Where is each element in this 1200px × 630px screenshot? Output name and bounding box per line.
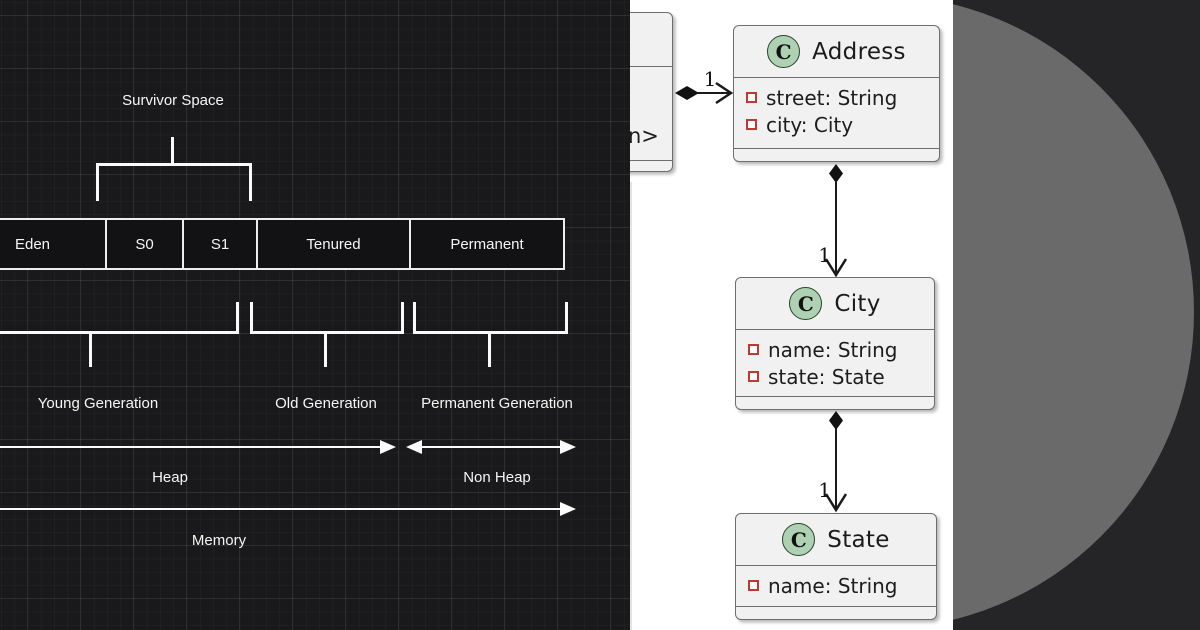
multiplicity-label: 1 <box>818 243 831 267</box>
gray-circle <box>953 0 1194 629</box>
arrowhead-icon <box>715 81 734 105</box>
region-label: Tenured <box>306 235 361 253</box>
partial-class-header <box>630 13 672 67</box>
class-circle-icon: C <box>782 523 816 556</box>
multiplicity-label: 1 <box>818 478 831 502</box>
nonheap-left-arrowhead-icon <box>406 440 422 454</box>
attribute-text: state: State <box>768 364 885 389</box>
partial-class-attributes: n> <box>630 67 672 160</box>
attribute-row: city: City <box>746 111 931 138</box>
heap-arrowhead-icon <box>380 440 396 454</box>
address-attributes: street: String city: City <box>734 78 939 148</box>
city-attributes: name: String state: State <box>736 330 934 396</box>
field-marker-icon <box>746 119 757 130</box>
permanent-generation-label: Permanent Generation <box>421 395 573 412</box>
clipped-edge-artifact <box>630 182 632 630</box>
attribute-row: name: String <box>748 336 926 363</box>
memory-arrowhead-icon <box>560 502 576 516</box>
composition-arrows: 1 1 1 <box>675 67 848 513</box>
state-methods-compartment <box>736 606 936 619</box>
class-box-partial: n> <box>630 12 673 172</box>
state-header: C State <box>736 514 936 566</box>
region-label: Eden <box>14 235 51 253</box>
field-marker-icon <box>746 92 757 103</box>
jvm-memory-diagram: Survivor Space Eden S0 S1 Tenured Perman… <box>0 0 630 630</box>
class-name: State <box>827 526 890 553</box>
arrowhead-icon <box>824 493 848 513</box>
young-generation-stem <box>89 331 92 367</box>
nonheap-right-arrowhead-icon <box>560 440 576 454</box>
permanent-generation-bracket <box>413 302 568 334</box>
attribute-row: name: String <box>748 572 928 599</box>
address-header: C Address <box>734 26 939 78</box>
region-cell-tenured: Tenured <box>256 220 409 268</box>
field-marker-icon <box>748 371 759 382</box>
permanent-generation-stem <box>488 331 491 367</box>
survivor-bracket-stem <box>171 137 174 166</box>
class-circle-icon: C <box>789 287 823 320</box>
attribute-text: name: String <box>768 573 898 598</box>
attribute-text: street: String <box>766 85 898 110</box>
attribute-row: street: String <box>746 84 931 111</box>
composition-diamond-icon <box>675 86 699 100</box>
region-label: Permanent <box>450 235 524 253</box>
attribute-text: name: String <box>768 337 898 362</box>
attribute-text: city: City <box>766 112 854 137</box>
non-heap-label: Non Heap <box>463 469 531 486</box>
class-box-address: C Address street: String city: City <box>733 25 940 162</box>
class-box-state: C State name: String <box>735 513 937 620</box>
region-cell-s1: S1 <box>182 220 256 268</box>
right-dark-panel <box>953 0 1200 630</box>
old-generation-label: Old Generation <box>275 395 377 412</box>
young-generation-bracket <box>0 302 239 334</box>
multiplicity-label: 1 <box>704 67 717 91</box>
class-circle-icon: C <box>767 35 801 68</box>
region-cell-eden: Eden <box>0 220 105 268</box>
state-attributes: name: String <box>736 566 936 606</box>
address-methods-compartment <box>734 148 939 161</box>
partial-class-methods-compartment <box>630 160 672 171</box>
survivor-bracket <box>96 163 252 201</box>
partial-attr-text: n> <box>630 124 659 148</box>
old-generation-stem <box>324 331 327 367</box>
survivor-space-label: Survivor Space <box>122 92 224 109</box>
region-cell-s0: S0 <box>105 220 182 268</box>
attribute-row: state: State <box>748 363 926 390</box>
region-label: S0 <box>135 235 154 253</box>
nonheap-arrow-line <box>419 446 564 448</box>
memory-arrow-line <box>0 508 562 510</box>
memory-regions-row: Eden S0 S1 Tenured Permanent <box>0 218 565 270</box>
old-generation-bracket <box>250 302 404 334</box>
field-marker-icon <box>748 344 759 355</box>
class-box-city: C City name: String state: State <box>735 277 935 410</box>
region-label: S1 <box>210 235 230 253</box>
class-name: Address <box>812 38 906 65</box>
composition-diamond-icon <box>829 411 843 430</box>
city-methods-compartment <box>736 396 934 409</box>
region-cell-permanent: Permanent <box>409 220 563 268</box>
memory-label: Memory <box>191 532 247 549</box>
young-generation-label: Young Generation <box>37 395 159 412</box>
field-marker-icon <box>748 580 759 591</box>
arrowhead-icon <box>824 258 848 278</box>
composition-diamond-icon <box>829 164 843 183</box>
uml-class-diagram: n> C Address street: String city: City C… <box>630 0 953 630</box>
city-header: C City <box>736 278 934 330</box>
heap-arrow-line <box>0 446 382 448</box>
class-name: City <box>834 290 881 317</box>
heap-label: Heap <box>152 469 188 486</box>
